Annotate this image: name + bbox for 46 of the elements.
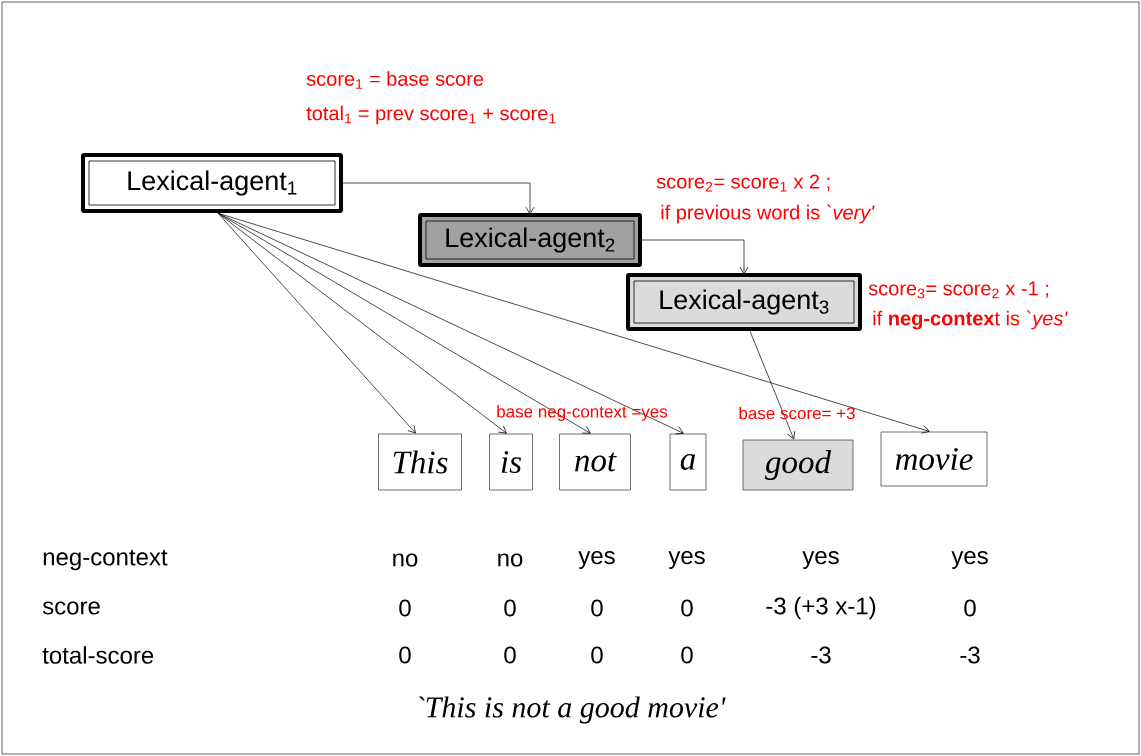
word-box: a <box>669 433 707 491</box>
arrow <box>217 212 684 435</box>
word-box: is <box>489 433 533 491</box>
word-box: This <box>378 433 462 491</box>
table-value: 0 <box>504 646 516 664</box>
table-value: yes <box>668 551 705 569</box>
table-value: 0 <box>964 599 976 617</box>
table-value: 0 <box>504 599 516 617</box>
word-box: good <box>742 439 854 491</box>
table-value: no <box>498 553 523 567</box>
agent-box: Lexical-agent$_{3}$ <box>626 273 862 331</box>
table-value: 0 <box>399 599 411 617</box>
table-value: yes <box>578 551 615 569</box>
table-value: 0 <box>591 646 603 664</box>
formula-note: if previous word is `very' <box>661 204 875 224</box>
formula-note: total$_{1}$ = prev score$_{1}$ + score$_{1}$ <box>306 105 556 125</box>
row-header: neg-context <box>43 549 168 571</box>
table-value: -3 <box>811 646 831 664</box>
formula-note: score$_{1}$ = base score <box>306 71 484 89</box>
arrow <box>749 330 796 440</box>
row-header: total-score <box>42 646 154 664</box>
word-box: movie <box>880 431 988 487</box>
formula-note: score$_{2}$= score$_{1}$ x 2 ; <box>656 174 830 192</box>
row-header: score <box>42 601 100 615</box>
arrow <box>217 212 507 434</box>
note-text: base score= +3 <box>739 406 855 420</box>
table-value: 0 <box>681 599 693 617</box>
formula-note: score$_{3}$= score$_{2}$ x -1 ; <box>868 281 1049 299</box>
table-value: -3 <box>960 646 980 664</box>
arrow <box>217 212 416 434</box>
table-value: -3 (+3 x-1) <box>766 596 876 620</box>
table-value: 0 <box>399 646 411 664</box>
agent-box: Lexical-agent$_{2}$ <box>418 213 642 267</box>
arrow <box>639 239 749 275</box>
table-value: 0 <box>681 646 693 664</box>
word-box: not <box>559 433 631 491</box>
table-value: 0 <box>591 599 603 617</box>
formula-note: if neg-context is `yes' <box>873 310 1068 330</box>
arrow <box>217 212 930 434</box>
note-text: base neg-context =yes <box>497 405 668 421</box>
arrow <box>340 182 535 215</box>
table-value: no <box>393 553 418 567</box>
table-value: yes <box>802 551 839 569</box>
table-value: yes <box>951 551 988 569</box>
caption: `This is not a good movie' <box>419 696 726 724</box>
agent-box: Lexical-agent$_{1}$ <box>81 153 343 213</box>
